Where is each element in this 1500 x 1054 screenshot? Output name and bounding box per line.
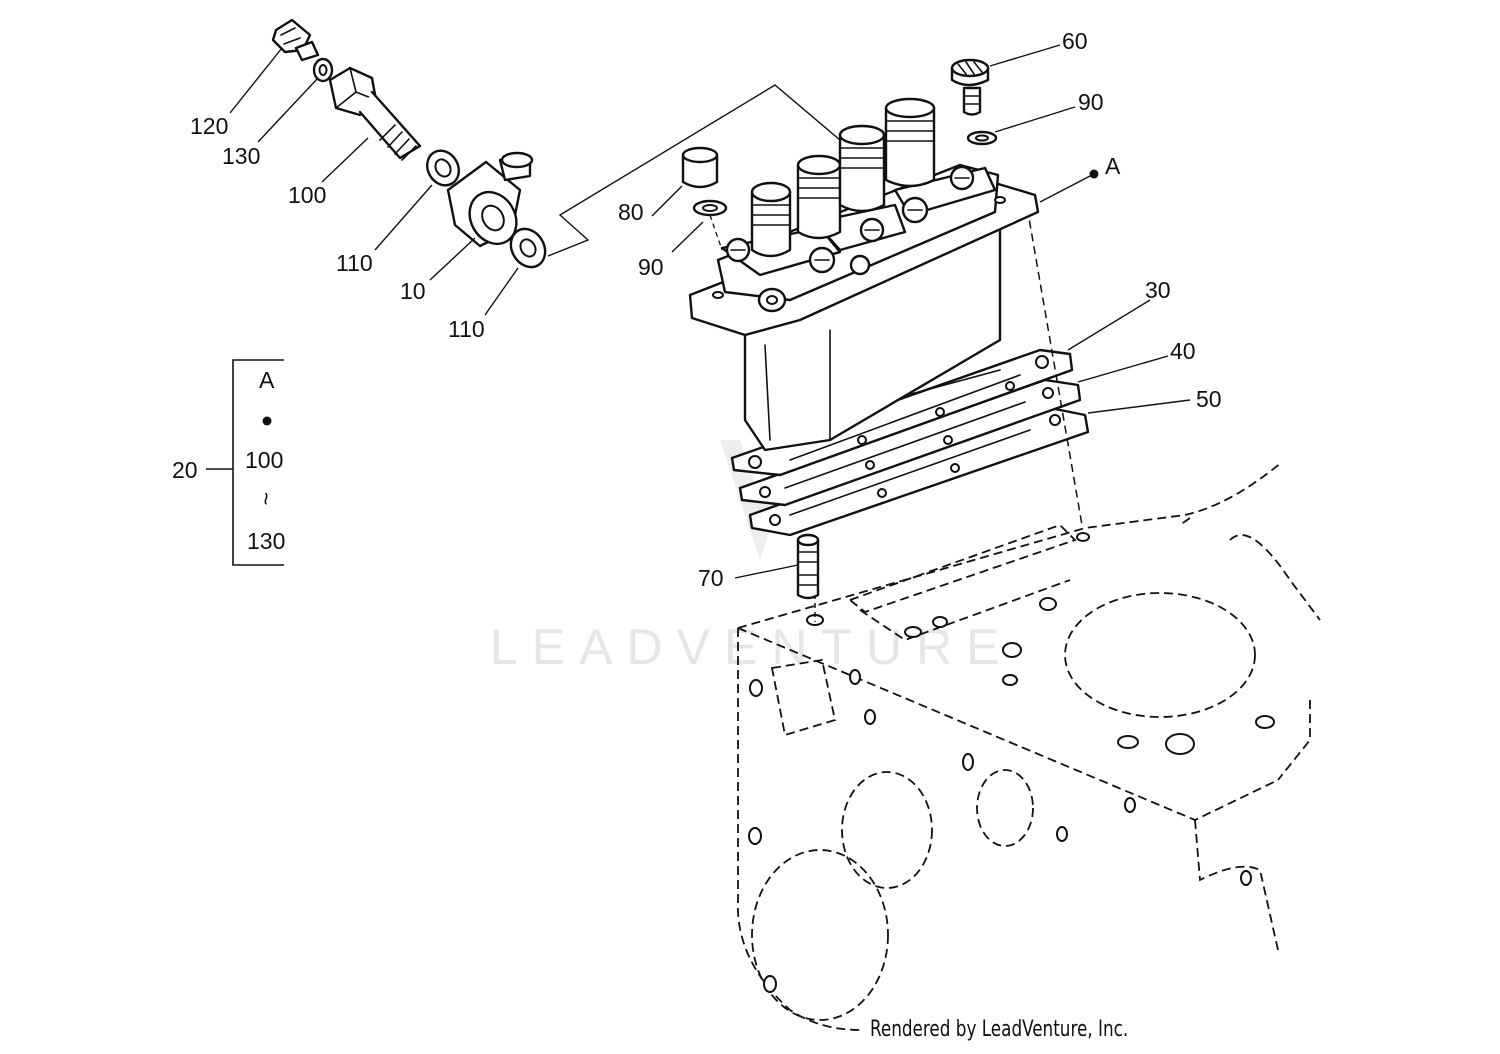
callout-10: 10 [400,278,426,304]
watermark-text: LEADVENTURE [490,619,1014,675]
bleed-screw-80 [681,146,719,189]
callout-130: 130 [222,143,260,169]
banjo-bolt-100 [328,66,422,161]
kit-line-range: ~ [253,492,279,505]
delivery-valves [750,97,936,258]
callout-110-right: 110 [448,316,485,342]
callout-120: 120 [190,113,228,139]
fuel-fitting-assembly [271,18,841,269]
kit-dot [262,416,272,426]
washer-130 [312,57,334,83]
screw-60 [950,58,990,116]
block-bolt-holes [748,532,1275,993]
callout-100: 100 [288,182,326,208]
gasket-50 [748,406,1090,537]
credit-text: Rendered by LeadVenture, Inc. [870,1017,1129,1042]
callout-a: A [1105,153,1121,179]
engine-block [737,461,1321,1031]
callout-110-left: 110 [336,250,373,276]
leader-lines [229,44,1191,579]
washer-110-left [425,149,461,187]
bleed-screw-120 [271,18,320,62]
kit-line-a: A [259,367,275,393]
callout-70: 70 [698,565,724,591]
injection-pump [688,97,1040,452]
callout-90-right: 90 [1078,89,1104,115]
reference-dot-a [1089,169,1099,179]
callout-30: 30 [1145,277,1171,303]
callout-90-left: 90 [638,254,664,280]
callout-40: 40 [1170,338,1196,364]
callouts: 120 130 100 110 10 110 80 90 60 90 A 30 … [190,28,1222,591]
washer-90-right [966,130,998,146]
alignment-line [1024,194,1083,526]
washer-90-left [692,199,728,217]
kit-line-130: 130 [247,528,285,554]
washer-110-right [509,227,547,269]
kit-legend: 20 A 100 ~ 130 [172,359,285,566]
callout-50: 50 [1196,386,1222,412]
kit-line-100: 100 [245,447,283,473]
callout-60: 60 [1062,28,1088,54]
stud-70 [796,533,820,600]
banjo-10 [446,151,534,248]
kit-number: 20 [172,457,198,483]
callout-80: 80 [618,199,644,225]
assembly-reference-line [547,84,841,257]
